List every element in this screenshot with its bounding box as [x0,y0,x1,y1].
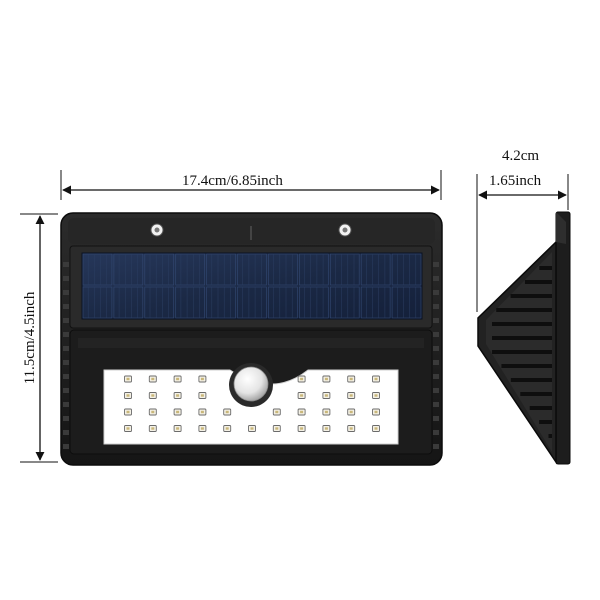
depth-cm-label: 4.2cm [502,148,540,164]
height-label: 11.5cm/4.5inch [22,289,38,387]
ridge [63,374,69,379]
solar-cell [144,253,175,286]
solar-cell [206,286,236,319]
ridge [433,416,439,421]
width-dimension [60,170,442,200]
ridge [433,262,439,267]
ridge [63,262,69,267]
height-dimension [20,213,58,463]
ridge [63,416,69,421]
side-ridges [63,262,439,449]
ridge [433,346,439,351]
solar-cell [329,253,360,286]
solar-cell [299,286,329,319]
solar-cell [268,286,298,319]
solar-cell [82,286,113,319]
ridge [433,374,439,379]
solar-cell [175,286,205,319]
mounting-hole-right [338,223,352,237]
depth-dimension [476,174,569,312]
ridge [433,276,439,281]
motion-sensor [229,363,273,407]
solar-cell [360,253,391,286]
ridge [63,402,69,407]
ridge [63,346,69,351]
solar-cell [237,253,267,286]
ridge [63,430,69,435]
mounting-hole-left [150,223,164,237]
ridge [433,360,439,365]
solar-cell [391,286,422,319]
ridge [433,318,439,323]
ridge [433,402,439,407]
ridge [63,276,69,281]
ridge [63,444,69,449]
ridge [433,332,439,337]
ridge [63,388,69,393]
ridge [63,290,69,295]
solar-cell [237,286,267,319]
side-fins [492,266,552,438]
ridge [433,290,439,295]
solar-panel [81,252,423,320]
width-label: 17.4cm/6.85inch [180,173,285,189]
solar-cell [391,253,422,286]
ridge [63,360,69,365]
solar-cell [113,286,144,319]
ridge [433,304,439,309]
ridge [433,388,439,393]
side-view [477,211,571,465]
ridge [63,332,69,337]
solar-cell [268,253,298,286]
ridge [63,318,69,323]
side-mount-plate [555,211,571,465]
front-view [60,212,443,466]
solar-cell [82,253,113,286]
led-grid [124,375,380,432]
ridge [63,304,69,309]
ridge [433,444,439,449]
solar-cell [299,253,329,286]
depth-inch-label: 1.65inch [487,173,544,189]
solar-cell [360,286,391,319]
solar-cells [82,253,422,319]
solar-cell [113,253,144,286]
solar-cell [206,253,236,286]
solar-cell [144,286,175,319]
solar-cell [175,253,205,286]
solar-cell [329,286,360,319]
ridge [433,430,439,435]
